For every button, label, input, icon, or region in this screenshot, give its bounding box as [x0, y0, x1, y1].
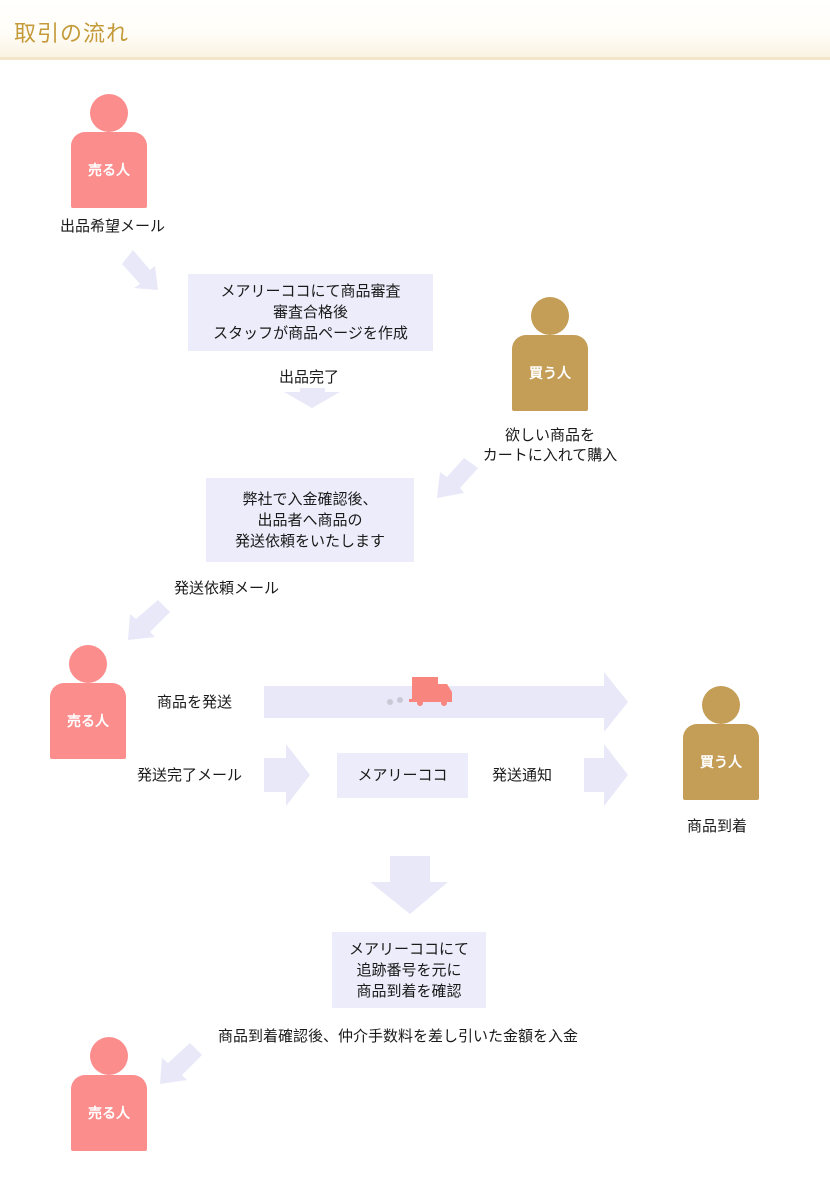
buyer-label: 買う人	[683, 724, 759, 800]
box-review-line-2: 審査合格後	[272, 303, 348, 321]
label-buyer-action-line-2: カートに入れて購入	[482, 446, 618, 464]
buyer-head	[531, 297, 569, 335]
seller-label: 売る人	[50, 683, 126, 759]
label-shipping-notice: 発送通知	[492, 766, 553, 784]
box-marycoco-line-1: メアリーココ	[357, 766, 448, 784]
label-listing-request-mail: 出品希望メール	[60, 217, 166, 235]
label-buyer-action-line-1: 欲しい商品を	[504, 426, 595, 444]
truck-icon	[387, 677, 452, 706]
box-tracking-line-1: メアリーココにて	[348, 939, 469, 958]
box-review-line-3: スタッフが商品ページを作成	[213, 324, 408, 342]
box-marycoco: メアリーココ	[337, 753, 468, 798]
page-header: 取引の流れ	[0, 0, 830, 60]
box-payment-line-3: 発送依頼をいたします	[234, 531, 385, 550]
arrow-big-down	[370, 856, 448, 914]
box-review: メアリーココにて商品審査 審査合格後 スタッフが商品ページを作成	[188, 274, 433, 351]
seller-figure-3: 売る人	[71, 1037, 147, 1151]
seller-head	[90, 94, 128, 132]
arrow-to-buyer	[584, 744, 628, 806]
seller-label: 売る人	[71, 1075, 147, 1151]
arrow-seller-to-review	[122, 250, 158, 290]
seller-head	[90, 1037, 128, 1075]
label-shipping-complete-mail: 発送完了メール	[137, 766, 243, 784]
box-payment-line-2: 出品者へ商品の	[257, 510, 363, 529]
box-tracking-line-2: 追跡番号を元に	[356, 960, 462, 979]
page-title: 取引の流れ	[14, 22, 130, 47]
arrow-buyer-to-payment	[437, 458, 478, 498]
buyer-figure-1: 買う人	[512, 297, 588, 411]
label-payout: 商品到着確認後、仲介手数料を差し引いた金額を入金	[218, 1027, 579, 1045]
buyer-head	[702, 686, 740, 724]
seller-figure-2: 売る人	[50, 645, 126, 759]
label-item-arrived: 商品到着	[687, 817, 748, 835]
arrow-to-marycoco	[264, 744, 310, 806]
seller-label: 売る人	[71, 132, 147, 208]
label-ship-item: 商品を発送	[157, 693, 233, 711]
box-payment-line-1: 弊社で入金確認後、	[242, 489, 378, 508]
arrow-to-final-seller	[160, 1043, 202, 1084]
buyer-label: 買う人	[512, 335, 588, 411]
box-tracking: メアリーココにて 追跡番号を元に 商品到着を確認	[332, 932, 486, 1008]
arrow-payment-to-seller	[128, 600, 170, 640]
seller-figure-1: 売る人	[71, 94, 147, 208]
label-listing-complete: 出品完了	[279, 368, 340, 386]
seller-head	[69, 645, 107, 683]
arrow-review-down	[284, 388, 340, 408]
label-shipping-request-mail: 発送依頼メール	[174, 579, 280, 597]
buyer-figure-2: 買う人	[683, 686, 759, 800]
box-tracking-line-3: 商品到着を確認	[356, 981, 462, 1000]
label-buyer-action: 欲しい商品を カートに入れて購入	[470, 425, 630, 465]
box-payment: 弊社で入金確認後、 出品者へ商品の 発送依頼をいたします	[206, 478, 414, 562]
box-review-line-1: メアリーココにて商品審査	[220, 282, 401, 300]
